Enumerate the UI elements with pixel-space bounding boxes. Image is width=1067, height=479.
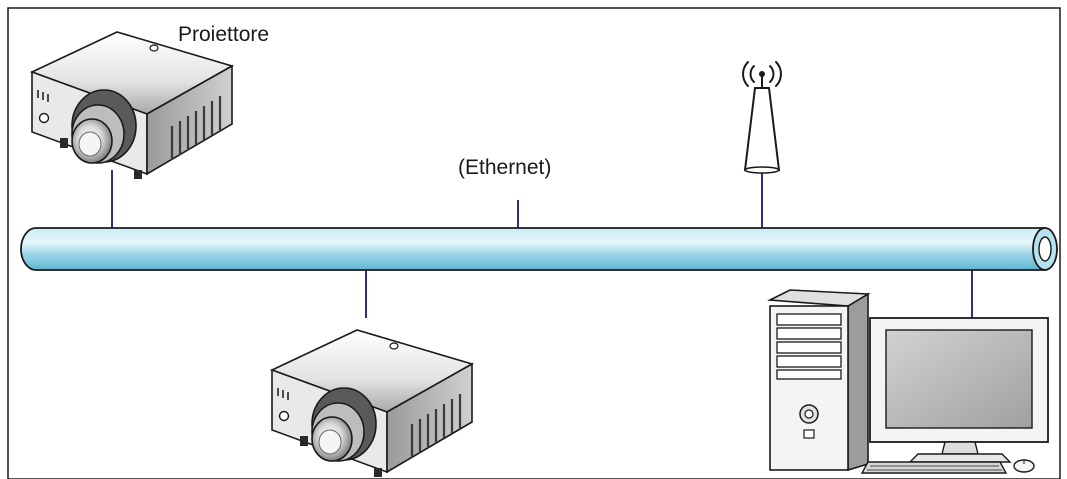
desktop-computer-icon — [767, 289, 1049, 474]
ethernet-cable — [20, 227, 1058, 271]
ethernet-label: (Ethernet) — [458, 156, 552, 179]
projector-icon — [30, 30, 234, 181]
diagram-frame — [7, 7, 1061, 479]
wireless-router-icon — [742, 61, 782, 174]
projector-label: Proiettore — [178, 23, 270, 46]
connector-lines — [111, 170, 973, 318]
projector-icon — [270, 328, 474, 479]
